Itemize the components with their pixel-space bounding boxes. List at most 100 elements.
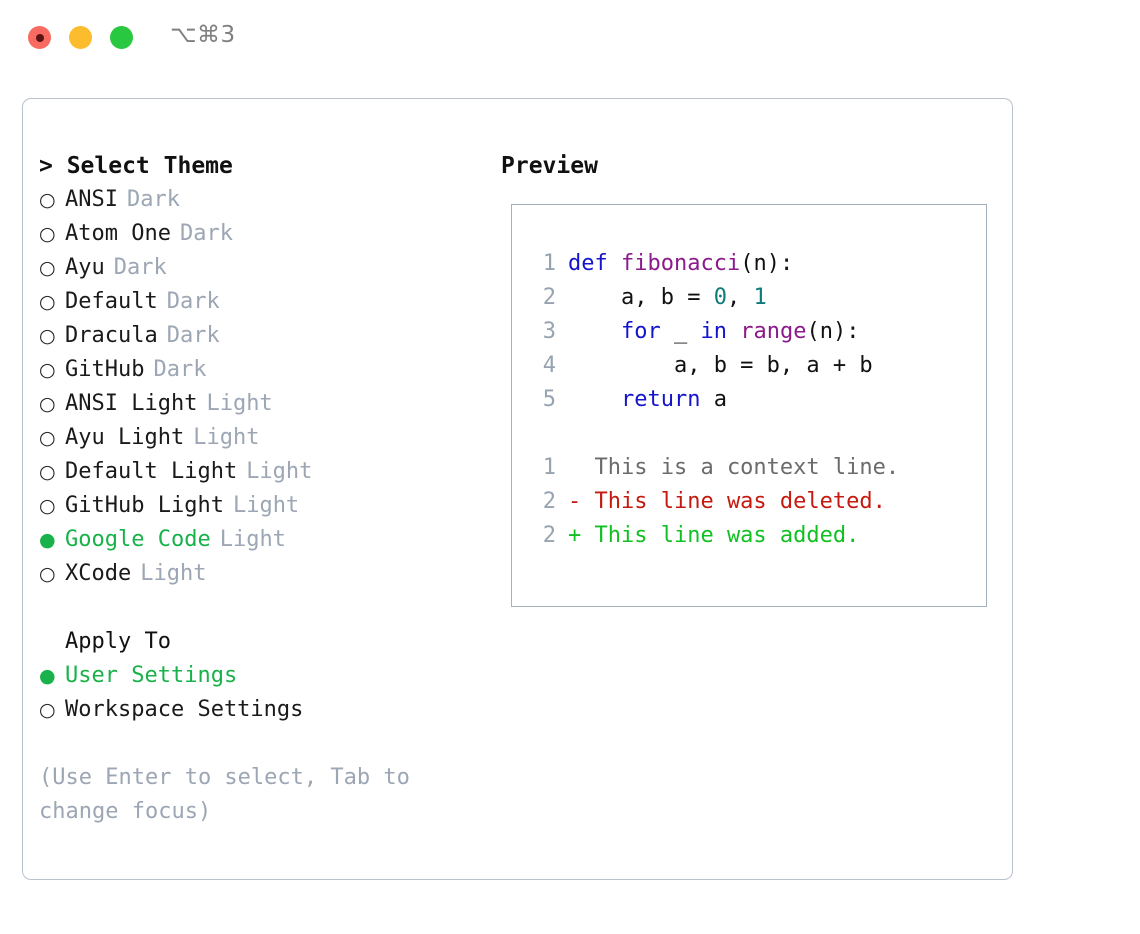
theme-option-label: XCode (65, 561, 132, 586)
apply-to-heading: Apply To (65, 629, 171, 654)
theme-option-ayu[interactable]: ○ Ayu Dark (39, 251, 479, 285)
token-txt: a, b = b, a + b (568, 353, 873, 378)
diff-sample: 1 This is a context line. 2- This line wa… (528, 451, 986, 553)
minimize-button[interactable] (69, 26, 92, 49)
theme-option-tag: Light (232, 493, 300, 518)
theme-option-tag: Dark (166, 323, 220, 348)
apply-to-option-label: Workspace Settings (65, 697, 304, 722)
token-txt (727, 319, 740, 344)
radio-selected-icon: ● (39, 529, 56, 551)
line-number: 2 (542, 285, 556, 310)
line-number: 2 (542, 523, 556, 548)
line-content: + This line was added. (568, 519, 859, 553)
preview-heading: Preview (501, 153, 598, 179)
apply-to-list: ● User Settings ○ Workspace Settings (39, 659, 479, 727)
token-ctx: This is a context line. (568, 455, 900, 480)
line-content: def fibonacci(n): (568, 247, 793, 281)
line-number: 1 (542, 455, 556, 480)
theme-option-tag: Dark (153, 357, 207, 382)
radio-unselected-icon: ○ (39, 461, 56, 483)
line-number: 2 (542, 489, 556, 514)
theme-option-tag: Light (246, 459, 313, 484)
theme-option-label: Default Light (65, 459, 238, 484)
token-fn: fibonacci (620, 251, 741, 276)
line-content: a, b = 0, 1 (568, 281, 767, 315)
token-kw: return (620, 387, 701, 412)
theme-option-tag: Dark (166, 289, 220, 314)
code-line: 4 a, b = b, a + b (528, 349, 986, 383)
code-line: 1 def fibonacci(n): (528, 247, 986, 281)
token-kw: in (700, 319, 727, 344)
line-number: 4 (542, 353, 556, 378)
radio-unselected-icon: ○ (39, 223, 56, 245)
token-txt: (n): (806, 319, 860, 344)
token-kw: def (568, 251, 621, 276)
theme-option-atom-one[interactable]: ○ Atom One Dark (39, 217, 479, 251)
radio-unselected-icon: ○ (39, 291, 56, 313)
token-txt: (n): (740, 251, 794, 276)
traffic-light-group (28, 26, 133, 49)
theme-option-google-code[interactable]: ● Google Code Light (39, 523, 479, 557)
theme-option-tag: Light (219, 527, 286, 552)
theme-option-xcode[interactable]: ○ XCode Light (39, 557, 479, 591)
theme-option-github-light[interactable]: ○ GitHub Light Light (39, 489, 479, 523)
code-line: 5 return a (528, 383, 986, 417)
theme-option-tag: Dark (126, 187, 180, 212)
zoom-button[interactable] (110, 26, 133, 49)
close-button[interactable] (28, 26, 51, 49)
list-spacer (39, 591, 479, 625)
apply-to-option-label: User Settings (65, 663, 238, 688)
diff-line: 2 + This line was added. (528, 519, 986, 553)
preview-gap (528, 417, 986, 451)
theme-option-label: ANSI (65, 187, 118, 212)
token-add: + This line was added. (568, 523, 860, 548)
radio-selected-icon: ● (39, 665, 56, 687)
radio-unselected-icon: ○ (39, 257, 56, 279)
theme-option-tag: Dark (179, 221, 233, 246)
theme-option-default-light[interactable]: ○ Default Light Light (39, 455, 479, 489)
token-num: 1 (753, 285, 767, 310)
apply-to-option-user-settings[interactable]: ● User Settings (39, 659, 479, 693)
theme-option-tag: Light (140, 561, 207, 586)
radio-unselected-icon: ○ (39, 563, 56, 585)
code-line: 2 a, b = 0, 1 (528, 281, 986, 315)
diff-line: 2- This line was deleted. (528, 485, 986, 519)
theme-option-label: Atom One (65, 221, 171, 246)
radio-unselected-icon: ○ (39, 325, 56, 347)
token-txt: _ (660, 319, 701, 344)
radio-unselected-icon: ○ (39, 427, 56, 449)
theme-option-label: Google Code (65, 527, 211, 552)
line-number: 1 (542, 251, 556, 276)
token-txt (568, 319, 621, 344)
theme-option-label: ANSI Light (65, 391, 198, 416)
theme-option-label: Ayu (65, 255, 105, 280)
token-txt: a (700, 387, 727, 412)
radio-unselected-icon: ○ (39, 699, 56, 721)
token-kw: for (620, 319, 661, 344)
apply-to-option-workspace-settings[interactable]: ○ Workspace Settings (39, 693, 479, 727)
radio-unselected-icon: ○ (39, 495, 56, 517)
line-number: 5 (542, 387, 556, 412)
select-theme-heading: > Select Theme (39, 153, 233, 179)
token-fn: range (740, 319, 807, 344)
theme-option-label: GitHub Light (65, 493, 224, 518)
line-content: return a (568, 383, 727, 417)
theme-option-tag: Dark (113, 255, 167, 280)
theme-option-tag: Light (206, 391, 273, 416)
theme-option-tag: Light (193, 425, 260, 450)
line-content: for _ in range(n): (568, 315, 859, 349)
theme-option-label: GitHub (65, 357, 145, 382)
line-number: 3 (542, 319, 556, 344)
